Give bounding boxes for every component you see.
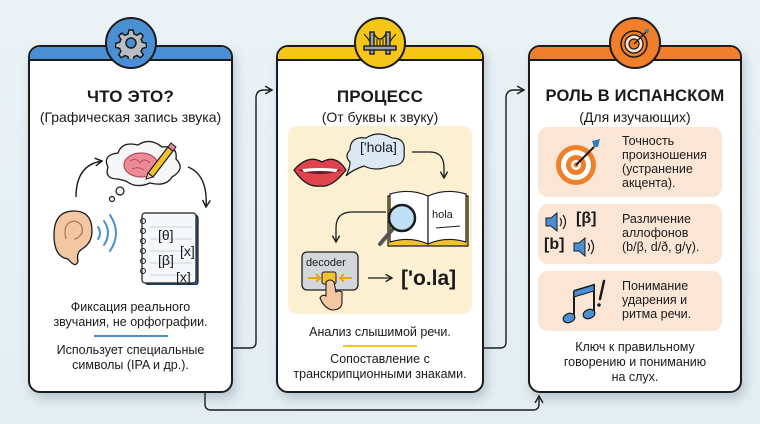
panel-title: ПРОЦЕСС: [336, 87, 424, 106]
connector-what-to-role-bottom: [204, 392, 544, 411]
decoder-label: decoder: [306, 257, 346, 269]
curve-arrow-up: [75, 157, 104, 198]
allophone-symbol: [b]: [544, 236, 565, 253]
notebook-icon: [140, 212, 199, 285]
caption-secondary: Сопоставление с транскрипционными знакам…: [293, 352, 467, 381]
curve-arrow-down: [187, 166, 211, 209]
panel-what-is-it: ЧТО ЭТО? (Графическая запись звука): [28, 17, 233, 393]
role-item-text: Различение аллофонов (b/β, d/ð, g/γ).: [622, 212, 700, 254]
panel-title: РОЛЬ В ИСПАНСКОМ: [545, 87, 725, 105]
panel-subtitle: (Для изучающих): [579, 109, 691, 125]
divider: [343, 345, 417, 347]
speaker-icon: [545, 212, 567, 232]
speech-bubble-text: ['hola]: [360, 139, 397, 155]
panel-subtitle: (От буквы к звуку): [321, 109, 439, 125]
panel-process: ПРОЦЕСС (От буквы к звуку): [276, 17, 484, 393]
lips-icon: [293, 158, 347, 187]
connector-process-to-role: [484, 85, 526, 349]
role-item-allophones: [β] [b] Различение аллофонов (b/β, d/ð, …: [538, 204, 722, 264]
magnifier-icon: [378, 203, 417, 246]
target-badge: [609, 17, 661, 69]
pencil-icon: [145, 142, 177, 180]
music-notes-icon: [562, 279, 606, 324]
allophone-symbol: [β]: [576, 210, 597, 227]
target-arrow-icon: [556, 139, 600, 185]
role-item-accuracy: Точность произношения (устранение акцент…: [538, 127, 722, 197]
curve-arrow: [412, 151, 449, 180]
sound-to-symbol-illustration: [53, 140, 211, 285]
panel-subtitle: (Графическая запись звука): [39, 109, 222, 125]
bridge-badge: [354, 17, 406, 69]
role-item-text: Точность произношения (устранение акцент…: [622, 134, 707, 190]
ear-icon: [53, 210, 93, 266]
caption-primary: Анализ слышимой речи.: [309, 325, 451, 339]
caption-primary: Фиксация реального звучания, не орфограф…: [53, 300, 208, 329]
target-icon: [620, 29, 649, 58]
process-illustration: [293, 133, 469, 311]
notebook-symbol: [x]: [176, 269, 191, 285]
notebook-symbol: [x]: [180, 243, 195, 259]
curve-arrow: [331, 211, 386, 244]
sound-waves-icon: [97, 214, 117, 252]
notebook-symbol: [β]: [158, 252, 174, 268]
caption-secondary: Использует специальные символы (IPA и др…: [56, 343, 205, 372]
brain-thought-icon: [105, 140, 181, 203]
connector-what-to-process: [232, 85, 274, 349]
bridge-icon: [363, 31, 397, 55]
panel-title: ЧТО ЭТО?: [86, 87, 175, 106]
hand-pointer-icon: [319, 279, 343, 311]
gear-icon: [114, 29, 147, 59]
gear-badge: [104, 17, 157, 69]
caption-primary: Ключ к правильному говорению и пониманию…: [563, 340, 707, 384]
result-transcription: ['o.la]: [401, 267, 457, 290]
speech-bubble-icon: [345, 133, 405, 177]
divider: [93, 335, 168, 337]
notebook-symbol: [θ]: [158, 227, 174, 243]
role-item-stress-rhythm: Понимание ударения и ритма речи.: [538, 271, 722, 331]
panel-role-in-spanish: РОЛЬ В ИСПАНСКОМ (Для изучающих) Точност…: [528, 17, 742, 393]
decoder-icon: [301, 251, 359, 291]
speaker-icon: [573, 237, 595, 257]
role-item-text: Понимание ударения и ритма речи.: [622, 279, 692, 321]
book-word-text: hola: [432, 209, 453, 221]
